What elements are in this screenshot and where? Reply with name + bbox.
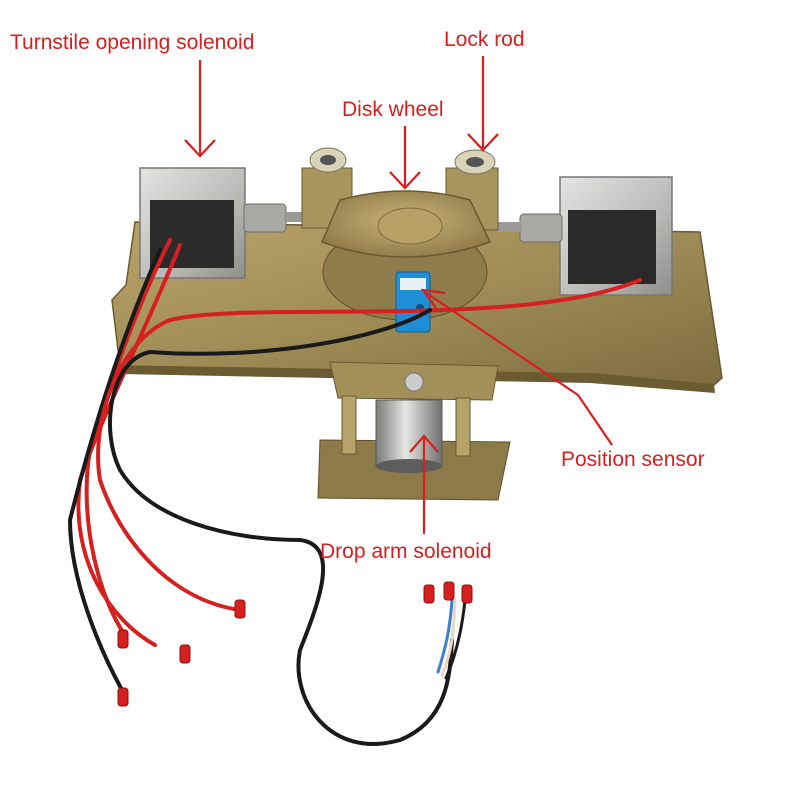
label-disk-wheel: Disk wheel <box>342 98 444 121</box>
wiring <box>67 238 642 746</box>
drop-arm-solenoid <box>341 372 471 473</box>
label-lock-rod: Lock rod <box>444 28 525 51</box>
wire-terminals <box>117 581 473 707</box>
position-sensor <box>395 271 431 333</box>
label-turnstile-opening-solenoid: Turnstile opening solenoid <box>10 31 255 54</box>
right-solenoid <box>494 176 673 296</box>
annotation-arrows <box>184 56 613 534</box>
arrowhead-lock-rod <box>467 133 499 152</box>
arrow-position-sensor <box>424 291 613 446</box>
arrowhead-turnstile-solenoid <box>184 139 216 158</box>
arrowhead-disk-wheel <box>389 171 421 190</box>
label-drop-arm-solenoid: Drop arm solenoid <box>320 540 492 563</box>
arrowhead-position-sensor <box>420 288 446 309</box>
arrowhead-drop-arm-solenoid <box>409 434 439 453</box>
label-position-sensor: Position sensor <box>561 448 705 471</box>
